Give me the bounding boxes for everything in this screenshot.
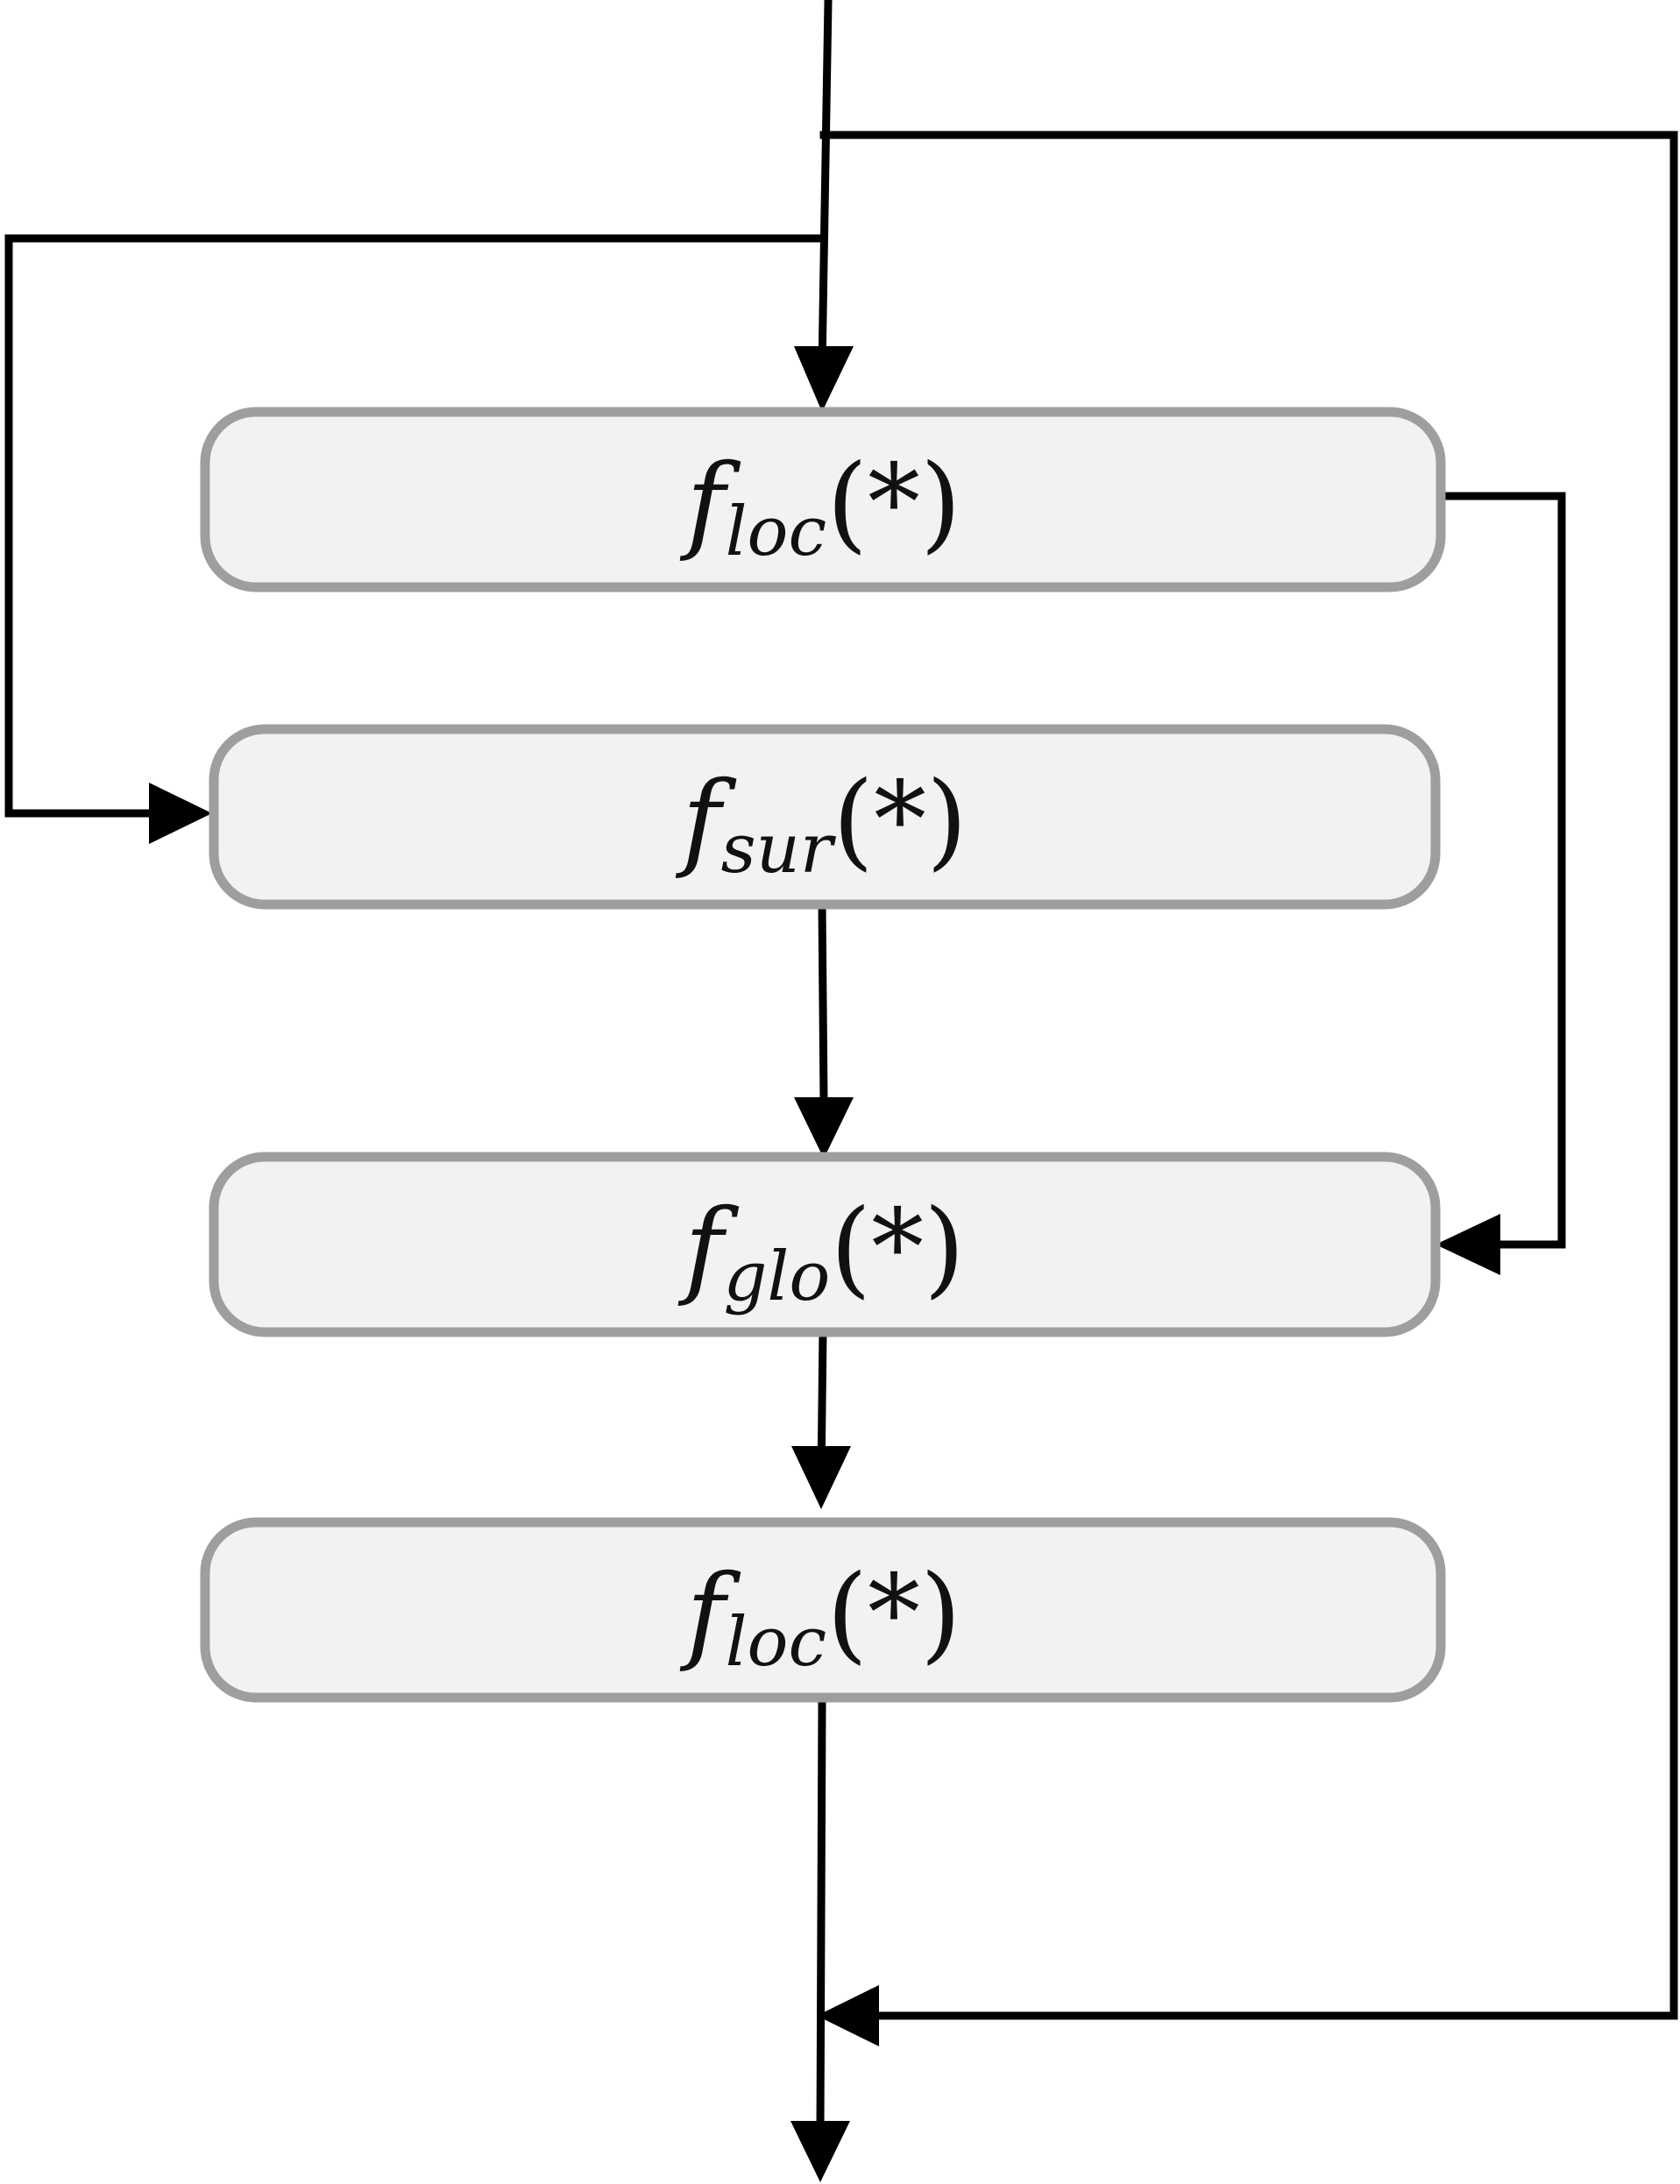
block-label: fsur(*): [675, 760, 968, 889]
arrowhead-down: [790, 2121, 850, 2182]
block-label: fglo(*): [677, 1188, 965, 1316]
skip-connection-right: [819, 131, 1678, 2020]
branch-right-to-glo: [1433, 492, 1566, 1249]
block-label: floc(*): [679, 443, 961, 571]
block-label: floc(*): [679, 1553, 961, 1682]
arrowhead-right: [149, 783, 212, 844]
arrowheads: [149, 346, 1500, 2182]
sur-to-glo: [818, 900, 828, 1104]
block-box: [200, 407, 1446, 592]
arrowhead-left: [1435, 1214, 1500, 1275]
block-glo: fglo(*): [209, 1152, 1441, 1337]
arrowhead-down: [794, 1097, 854, 1159]
block-sur: fsur(*): [209, 724, 1441, 910]
branch-left: [4, 234, 824, 818]
block-box: [209, 1152, 1441, 1337]
block-box: [200, 1517, 1446, 1703]
block-loc-top: floc(*): [200, 407, 1446, 592]
connectors: [4, 0, 1678, 2134]
arrowhead-down: [794, 346, 854, 412]
arrowhead-down: [791, 1446, 851, 1509]
input-line: [818, 0, 833, 372]
output-line: [816, 1701, 826, 2134]
block-box: [209, 724, 1441, 910]
arrowhead-left: [817, 1985, 879, 2046]
block-loc-bottom: floc(*): [200, 1517, 1446, 1703]
